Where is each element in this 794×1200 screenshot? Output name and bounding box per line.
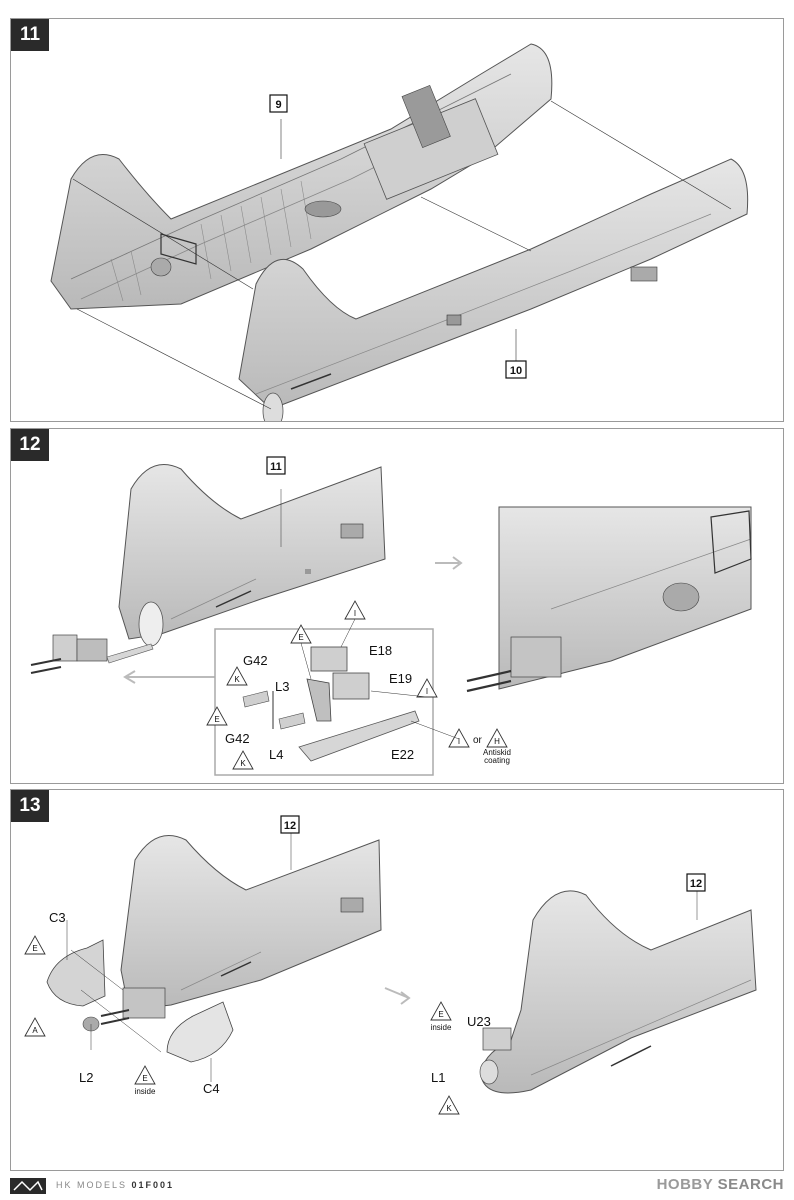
part-label-e22: E22 [391,747,414,762]
watermark-suffix: SEARCH [717,1176,784,1193]
svg-text:11: 11 [270,461,282,473]
svg-text:I: I [426,687,428,696]
part-label-c4: C4 [203,1081,220,1096]
parts-illustration [242,646,420,762]
hobby-search-watermark: HOBBY SEARCH [657,1176,784,1193]
hk-models-logo-icon [10,1178,46,1194]
assembly-lines [72,100,732,410]
flow-arrows [123,556,463,684]
svg-text:E: E [214,715,219,724]
svg-text:9: 9 [275,99,281,111]
or-label: or [473,735,483,746]
fuselage-left-half [50,43,553,310]
svg-text:H: H [494,737,500,746]
step-12-illustration: E18 E19 E22 G42 G42 L3 L4 I E I K E K I … [30,456,752,776]
watermark-prefix: HOBBY [656,1176,713,1193]
callout-box-9: 9 [269,94,288,113]
fuselage-right-half [238,158,749,421]
step-13-panel: 13 C3 L2 C4 U23 L1 E [10,789,784,1171]
tail-fuselage [118,464,386,647]
svg-text:I: I [458,737,460,746]
svg-text:A: A [32,1026,38,1035]
step-12-panel: 12 [10,428,784,784]
part-label-e19: E19 [389,671,412,686]
step-number-badge: 11 [11,19,49,51]
paint-triangle-e-c3: E [24,935,46,955]
svg-text:K: K [234,675,240,684]
step-11-panel: 11 [10,18,784,422]
paint-triangle-e-u23: E [430,1001,452,1021]
inside-label-u23: inside [431,1023,452,1032]
svg-text:K: K [240,759,246,768]
paint-triangle-i-2: I [416,678,438,698]
paint-triangle-e-c4: E [134,1065,156,1085]
part-label-e18: E18 [369,643,392,658]
paint-triangle-k-l1: K [438,1095,460,1115]
svg-text:E: E [438,1010,443,1019]
brand-name: HK MODELS [56,1180,128,1190]
tail-fuselage-left [100,835,382,1025]
page-footer: HK MODELS 01F001 HOBBY SEARCH [10,1176,784,1200]
step-13-illustration: C3 L2 C4 U23 L1 E A E inside E inside K … [24,815,757,1115]
callout-box-10: 10 [505,360,527,379]
footer-brand: HK MODELS 01F001 [56,1180,174,1190]
paint-triangle-k-2: K [232,750,254,770]
parts-detail-box [214,628,434,776]
svg-text:12: 12 [690,878,702,890]
step-11-illustration: 9 10 [50,43,749,421]
part-label-l4: L4 [269,747,283,762]
product-code: 01F001 [131,1180,175,1190]
assembled-tail-with-cone [479,890,757,1094]
part-label-l3: L3 [275,679,289,694]
svg-text:10: 10 [510,365,522,377]
svg-text:E: E [298,633,303,642]
flow-arrow [384,987,411,1005]
paint-triangle-i-1: I [344,600,366,620]
part-c3-shape [46,939,106,1007]
part-e22-shape [298,710,420,762]
svg-text:K: K [446,1104,452,1113]
svg-text:E: E [142,1074,147,1083]
paint-triangle-h: H [486,728,508,748]
antiskid-label-1: Antiskid [483,748,511,757]
svg-text:12: 12 [284,820,296,832]
paint-triangle-e-1: E [290,624,312,644]
antiskid-label-2: coating [484,756,510,765]
svg-text:E: E [32,944,37,953]
assembled-tail-right [466,506,752,693]
part-label-l1: L1 [431,1070,445,1085]
callout-box-11: 11 [266,456,286,475]
part-label-g42-b: G42 [225,731,250,746]
inside-label-c4: inside [135,1087,156,1096]
paint-triangle-i-3: I [448,728,470,748]
part-e18-shape [310,646,348,672]
step-number-badge: 13 [11,790,49,822]
part-label-g42: G42 [243,653,268,668]
callout-box-12-right: 12 [686,873,706,892]
tail-gun-assembly-left [30,634,154,674]
part-e19-shape [332,672,370,700]
step-number-badge: 12 [11,429,49,461]
part-label-c3: C3 [49,910,66,925]
svg-text:I: I [354,609,356,618]
part-label-l2: L2 [79,1070,93,1085]
paint-triangle-a: A [24,1017,46,1037]
paint-triangle-e-2: E [206,706,228,726]
paint-triangle-k-1: K [226,666,248,686]
callout-box-12-left: 12 [280,815,300,834]
part-c4-shape [166,1001,234,1063]
part-label-u23: U23 [467,1014,491,1029]
part-u23-shape [482,1027,512,1051]
